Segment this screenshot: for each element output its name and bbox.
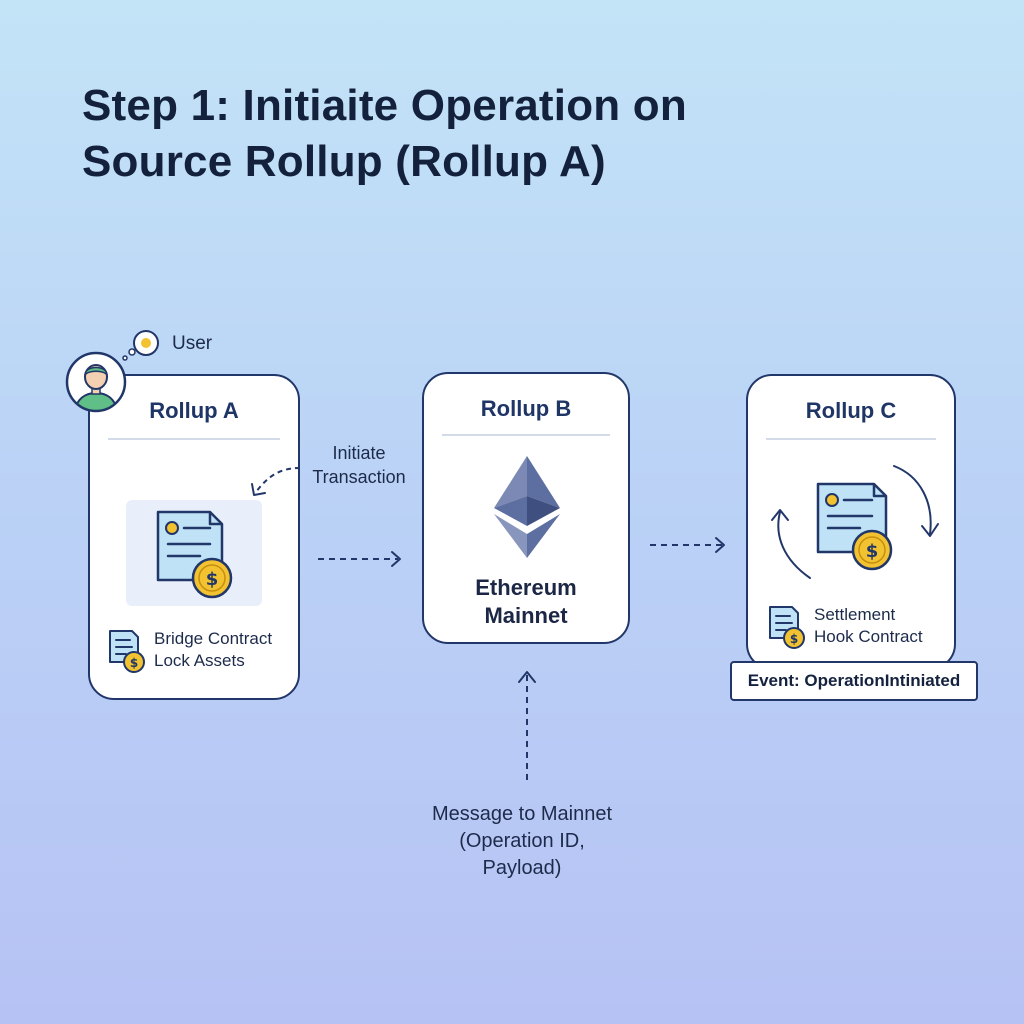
- initiate-arrow-icon: [251, 467, 301, 496]
- ethereum-mainnet-label: Ethereum Mainnet: [475, 575, 577, 628]
- rollup-a-divider: [108, 438, 280, 440]
- svg-text:$: $: [130, 656, 138, 670]
- svg-text:$: $: [790, 632, 798, 646]
- svg-text:$: $: [206, 569, 219, 590]
- event-operation-badge: Event: OperationIntiniated: [730, 661, 978, 701]
- title-line-2: Source Rollup (Rollup A): [82, 137, 606, 186]
- user-avatar-icon: [65, 351, 127, 413]
- rollup-c-title: Rollup C: [805, 398, 897, 423]
- arrow-message-to-mainnet: [518, 671, 536, 780]
- title-line-1: Step 1: Initiaite Operation on: [82, 81, 687, 130]
- lock-assets-contract-icon: $: [109, 630, 145, 673]
- ethereum-logo-icon: [494, 456, 560, 558]
- initiate-transaction-label: Initiate Transaction: [312, 443, 406, 487]
- bridge-contract-document-icon: $: [156, 510, 233, 599]
- message-to-mainnet-label: Message to Mainnet (Operation ID, Payloa…: [431, 803, 613, 879]
- rollup-b-card: Rollup B Ethereum Mainnet: [422, 372, 630, 644]
- settlement-cycle-icon: $: [771, 465, 939, 579]
- rollup-c-divider: [766, 438, 936, 440]
- rollup-a-title: Rollup A: [149, 398, 239, 423]
- rollup-a-card: Rollup A $ $ Bridge Contract Lock Assets: [88, 374, 300, 700]
- arrow-b-to-c: [650, 537, 725, 553]
- rollup-b-divider: [442, 434, 610, 436]
- bridge-contract-panel: $: [126, 500, 262, 606]
- rollup-a-contract-label: Bridge Contract Lock Assets: [154, 629, 273, 670]
- rollup-c-contract-label: Settlement Hook Contract: [814, 605, 923, 646]
- arrow-a-to-b: [318, 551, 401, 567]
- svg-text:$: $: [866, 541, 879, 562]
- speech-bubble-icon: [122, 330, 159, 361]
- settlement-hook-contract-icon: $: [769, 606, 805, 649]
- rollup-c-card: Rollup C $ $ Settlement Hook Contract: [746, 374, 956, 670]
- rollup-b-title: Rollup B: [480, 396, 572, 421]
- page-title: Step 1: Initiaite Operation on Source Ro…: [82, 78, 942, 190]
- user-label: User: [172, 333, 213, 354]
